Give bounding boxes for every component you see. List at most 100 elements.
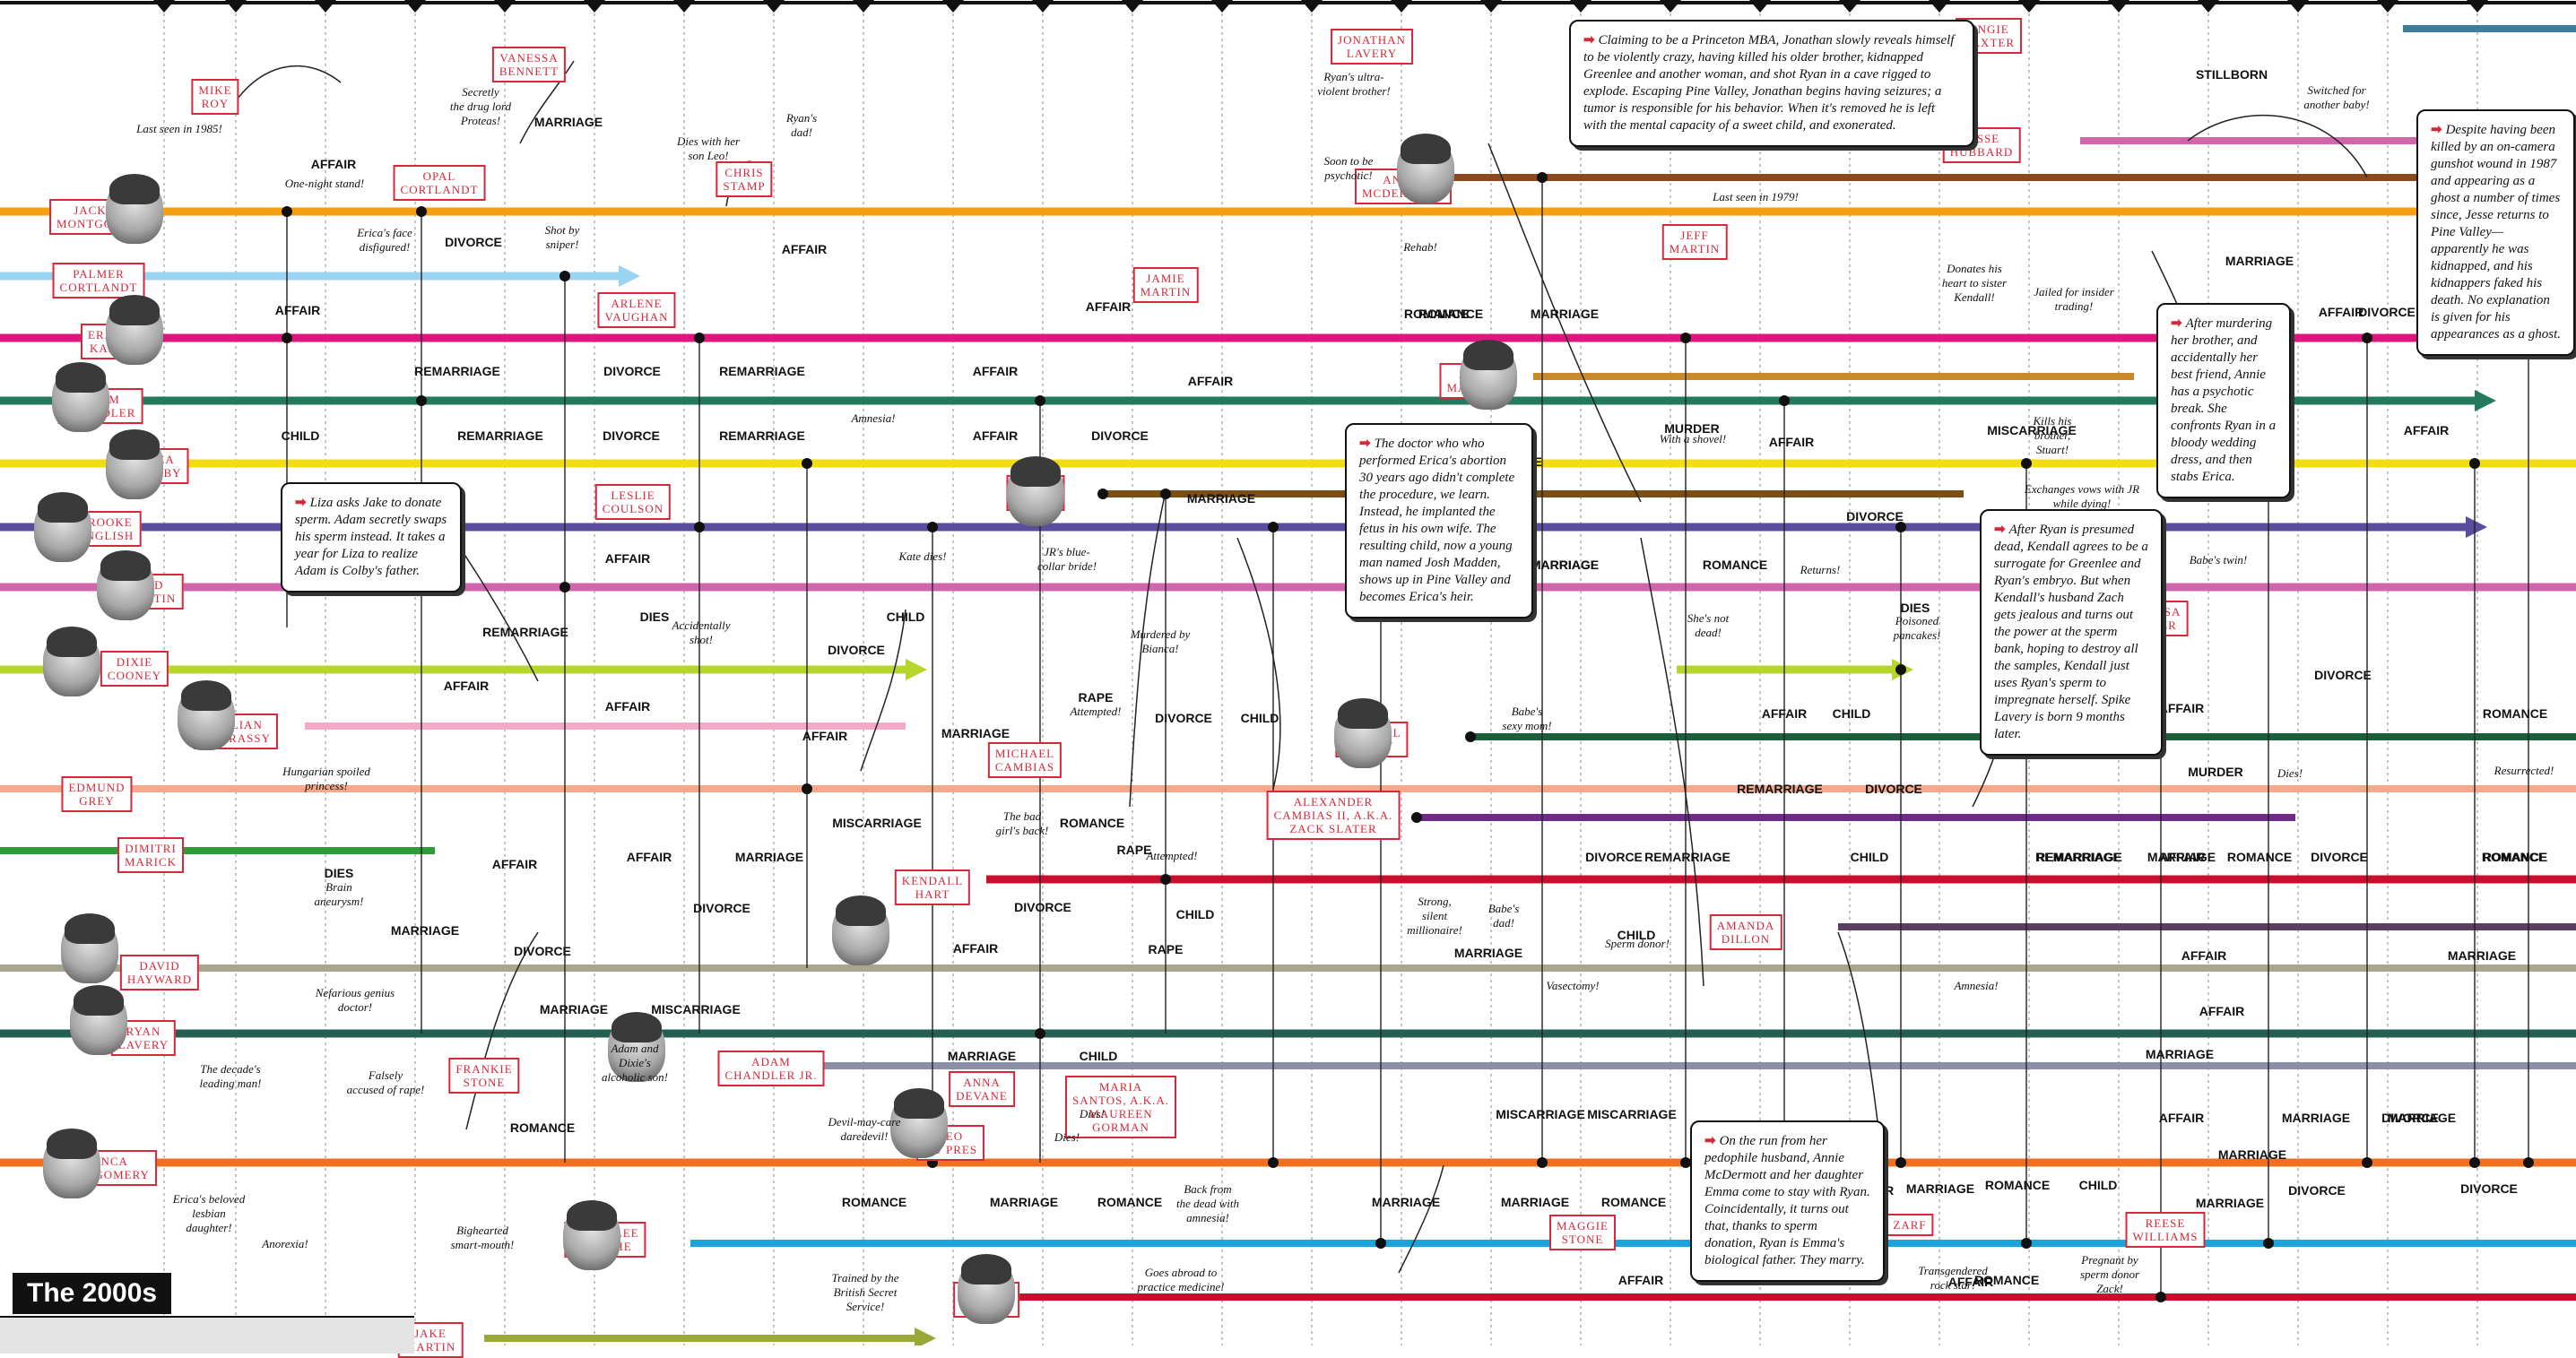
event-label: MARRIAGE [1530, 558, 1600, 572]
character-portrait [1460, 340, 1517, 410]
annotation-note: Last seen in 1979! [1713, 190, 1799, 203]
event-label: MARRIAGE [2281, 1111, 2351, 1125]
story-callout: ➡After murdering her brother, and accide… [2156, 303, 2291, 498]
arrow-icon: ➡ [1994, 523, 2006, 537]
event-label: AFFAIR [802, 729, 848, 743]
event-label: ROMANCE [1984, 1178, 2051, 1192]
character-label: REESE WILLIAMS [2125, 1212, 2206, 1248]
character-portrait [1397, 134, 1454, 203]
character-portrait [890, 1088, 948, 1158]
event-label: DIVORCE [2358, 305, 2416, 319]
junction-dot [1375, 1238, 1386, 1249]
event-label: MARRIAGE [539, 1002, 609, 1016]
annotation-note: Exchanges vows with JR while dying! [2024, 482, 2140, 510]
line-arrowhead [2466, 516, 2487, 538]
character-portrait [70, 985, 127, 1055]
character-label: DIXIE COONEY [100, 651, 169, 687]
event-label: DIVORCE [1091, 428, 1149, 443]
arrow-icon: ➡ [1359, 437, 1371, 451]
junction-dot [2523, 1157, 2534, 1168]
event-label: AFFAIR [2318, 305, 2364, 319]
callout-text: Despite having been killed by an on-came… [2431, 123, 2561, 342]
character-portrait [61, 913, 118, 983]
event-label: ROMANCE [1059, 816, 1125, 830]
annotation-note: Poisoned pancakes! [1893, 614, 1941, 642]
junction-dot [2263, 1238, 2274, 1249]
event-label: ROMANCE [2481, 850, 2547, 864]
story-callout: ➡On the run from her pedophile husband, … [1690, 1120, 1885, 1282]
character-label: MAGGIE STONE [1549, 1215, 1616, 1250]
annotation-note: Bighearted smart-mouth! [450, 1224, 515, 1251]
event-label: DIVORCE [2381, 1111, 2439, 1125]
junction-dot [282, 333, 292, 343]
junction-dot [1268, 522, 1279, 532]
event-label: MISCARRIAGE [651, 1002, 741, 1016]
event-label: AFFAIR [2159, 850, 2206, 864]
annotation-note: The bad girl's back! [995, 809, 1049, 837]
event-label: AFFAIR [1618, 1273, 1664, 1287]
event-label: MARRIAGE [1453, 946, 1523, 960]
event-label: CHILD [1617, 928, 1656, 942]
junction-dot [282, 206, 292, 217]
annotation-note: One-night stand! [284, 177, 365, 190]
event-label: DIVORCE [1155, 711, 1212, 725]
event-label: MARRIAGE [2225, 254, 2294, 268]
character-label: VANESSA BENNETT [491, 47, 567, 82]
character-label: DAVID HAYWARD [119, 955, 200, 990]
annotation-note: Falsely accused of rape! [346, 1068, 425, 1096]
event-label: AFFAIR [491, 857, 538, 871]
line-arrowhead [915, 1328, 936, 1345]
event-label: MARRIAGE [1905, 1181, 1975, 1196]
junction-dot [1035, 1028, 1045, 1039]
event-label: MARRIAGE [2195, 1196, 2265, 1210]
event-label: AFFAIR [1947, 1275, 1994, 1289]
character-portrait [178, 680, 235, 750]
event-label: MURDER [2188, 765, 2243, 779]
annotation-note: Pregnant by sperm donor Zack! [2079, 1253, 2140, 1295]
annotation-note: Dies! [1054, 1130, 1080, 1144]
annotation-note: Rehab! [1403, 240, 1437, 254]
event-label: MURDER [1664, 421, 1720, 436]
event-label: CHILD [1175, 907, 1215, 921]
line-arrowhead [2475, 390, 2496, 411]
annotation-note: Jailed for insider trading! [2034, 285, 2114, 313]
event-label: AFFAIR [2199, 1004, 2245, 1018]
event-label: MARRIAGE [533, 115, 603, 129]
event-label: ROMANCE [1403, 307, 1470, 321]
event-label: AFFAIR [972, 364, 1019, 378]
junction-dot [559, 271, 570, 281]
junction-dot [1465, 731, 1476, 742]
character-label: ALEXANDER CAMBIAS II, A.K.A. ZACK SLATER [1266, 791, 1401, 840]
event-label: MISCARRIAGE [1496, 1107, 1585, 1121]
event-label: DIVORCE [2314, 668, 2372, 682]
annotation-note: Devil-may-care daredevil! [828, 1115, 901, 1143]
annotation-note: Dies with her son Leo! [676, 134, 741, 162]
event-label: DIVORCE [2288, 1183, 2346, 1198]
annotation-note: With a shovel! [1659, 432, 1727, 445]
annotation-note: Dies! [2277, 766, 2303, 780]
character-label: PALMER CORTLANDT [52, 263, 145, 298]
event-label: MARRIAGE [390, 923, 460, 938]
junction-dot [2021, 458, 2032, 469]
era-panel [0, 1316, 414, 1354]
annotation-note: Accidentally shot! [672, 618, 731, 646]
character-portrait [832, 895, 889, 965]
connector [1236, 537, 1281, 790]
annotation-note: Dies! [1079, 1107, 1106, 1120]
event-label: AFFAIR [604, 551, 651, 566]
character-label: ANNA DEVANE [949, 1071, 1015, 1107]
annotation-note: Shot by sniper! [544, 223, 580, 251]
character-label: KENDALL HART [894, 869, 971, 905]
annotation-note: Donates his heart to sister Kendall! [1941, 262, 2008, 304]
event-label: REMARRIAGE [1644, 850, 1730, 864]
junction-dot [1537, 172, 1548, 183]
event-label: DIVORCE [603, 428, 660, 443]
event-label: AFFAIR [626, 850, 672, 864]
connector [1640, 537, 1704, 987]
annotation-note: She's not dead! [1687, 611, 1730, 639]
junction-dot [1160, 874, 1171, 885]
event-label: AFFAIR [604, 699, 651, 714]
annotation-note: Attempted! [1070, 705, 1122, 718]
event-label: REMARRIAGE [1737, 782, 1823, 796]
junction-dot [2362, 333, 2372, 343]
